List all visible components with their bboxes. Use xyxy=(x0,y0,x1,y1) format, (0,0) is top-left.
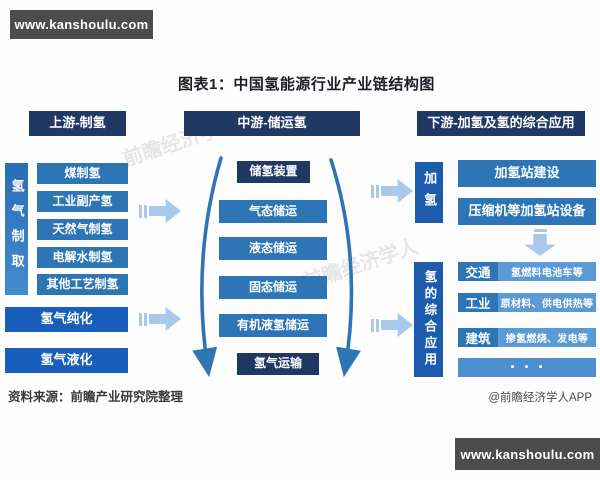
production-method-box: 天然气制氢 xyxy=(37,219,128,240)
application-label: 工业 xyxy=(458,293,498,312)
site-watermark-banner-top: www.kanshoulu.com xyxy=(10,10,153,39)
flow-arrow-right-icon xyxy=(139,199,181,223)
flow-arrow-right-icon xyxy=(371,313,413,337)
storage-mode-box: 气态储运 xyxy=(219,200,327,223)
application-label: 建筑 xyxy=(458,328,498,347)
application-desc: 氢燃料电池车等 xyxy=(498,262,596,281)
site-watermark-banner-bottom: www.kanshoulu.com xyxy=(455,438,600,470)
storage-device-box: 储氢装置 xyxy=(237,161,310,183)
flow-arrow-right-icon xyxy=(139,307,181,331)
flow-arrow-right-icon xyxy=(371,179,413,203)
cycle-arrows xyxy=(192,156,361,378)
application-desc: 原材料、供电供热等 xyxy=(498,293,596,312)
refueling-vertical-label: 加氢 xyxy=(415,162,443,223)
station-equipment-box: 压缩机等加氢站设备 xyxy=(458,198,596,225)
downstream-header: 下游-加氢及氢的综合应用 xyxy=(417,111,585,136)
storage-mode-box: 有机液氢储运 xyxy=(219,314,327,337)
application-row: 工业 原材料、供电供热等 xyxy=(458,293,596,312)
production-method-box: 工业副产氢 xyxy=(37,191,128,212)
cycle-arrow-right-icon xyxy=(329,158,361,378)
production-method-box: 其他工艺制氢 xyxy=(37,274,128,295)
transport-box: 氢气运输 xyxy=(237,353,319,375)
application-desc: 掺氢燃烧、发电等 xyxy=(498,328,596,347)
hydrogen-production-vertical-label: 氢气制取 xyxy=(5,163,28,295)
production-method-box: 电解水制氢 xyxy=(37,247,128,268)
figure-title: 图表1：中国氢能源行业产业链结构图 xyxy=(178,76,435,93)
station-construction-box: 加氢站建设 xyxy=(458,160,596,187)
credit-note: @前瞻经济学人APP xyxy=(488,392,592,404)
application-label: 交通 xyxy=(458,262,498,281)
vertical-label-text: 氢气制取 xyxy=(9,179,25,279)
liquefaction-box: 氢气液化 xyxy=(5,348,128,373)
cycle-arrow-left-icon xyxy=(192,156,223,378)
storage-mode-box: 液态储运 xyxy=(219,237,327,260)
production-method-box: 煤制氢 xyxy=(37,163,128,184)
source-note: 资料来源：前瞻产业研究院整理 xyxy=(8,390,184,404)
storage-mode-box: 固态储运 xyxy=(219,276,327,299)
application-row: 建筑 掺氢燃烧、发电等 xyxy=(458,328,596,347)
upstream-header: 上游-制氢 xyxy=(29,111,126,136)
application-vertical-label: 氢的综合应用 xyxy=(414,262,443,377)
vertical-label-text: 加氢 xyxy=(422,170,438,215)
application-row: 交通 氢燃料电池车等 xyxy=(458,262,596,281)
flow-arrow-down-icon xyxy=(524,229,556,256)
midstream-header: 中游-储运氢 xyxy=(184,111,360,136)
purification-box: 氢气纯化 xyxy=(5,307,128,332)
vertical-label-text: 氢的综合应用 xyxy=(422,270,437,369)
more-applications-box: ··· xyxy=(458,357,596,377)
